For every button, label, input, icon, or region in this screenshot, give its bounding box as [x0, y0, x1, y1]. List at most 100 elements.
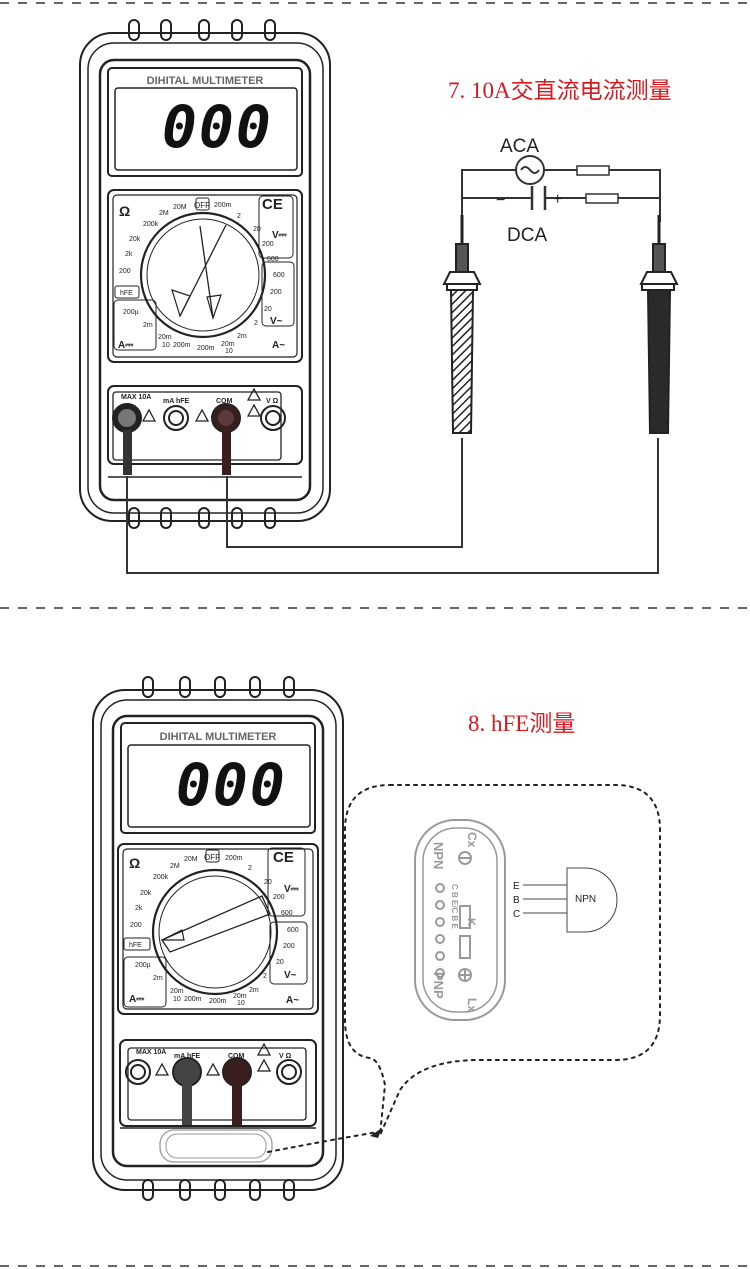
meter-1-adc-200m: 200m [173, 342, 191, 349]
meter-1-vac-600: 600 [273, 272, 285, 279]
meter-2-vdc-200m: 200m [225, 855, 243, 862]
meter-1-vdc-600: 600 [267, 256, 279, 263]
meter-2-display: 000 [176, 751, 287, 819]
meter-2-ohm-2m: 2M [170, 863, 180, 870]
transistor-b-label: B [513, 895, 520, 906]
meter-2-vac-label: V~ [284, 970, 297, 981]
meter-2-vac-200: 200 [283, 943, 295, 950]
meter-1-adc-10: 10 [162, 342, 170, 349]
meter-2-adc-10: 10 [173, 996, 181, 1003]
meter-1-nubs [128, 19, 276, 529]
meter-2-aac-label: A~ [286, 995, 299, 1006]
meter-1-ce-mark: CE [262, 196, 283, 213]
multimeter-2 [92, 676, 344, 1201]
meter-1-aac-10: 10 [225, 348, 233, 355]
meter-2-vdc-label: V⎓ [284, 884, 299, 895]
callout-arrowhead [370, 1128, 382, 1138]
socket-lx-label: Lx [465, 998, 479, 1012]
socket-pnp-label: PNP [431, 972, 446, 999]
meter-2-jack-10a: MAX 10A [136, 1049, 166, 1056]
meter-1-adc-label: A⎓ [118, 340, 133, 351]
meter-2-off: OFF [204, 853, 220, 862]
plus-sign: + [553, 191, 562, 208]
meter-2-ohm-200k: 200k [153, 874, 169, 881]
circuit-7 [126, 155, 661, 574]
meter-1-vdc-20: 20 [253, 226, 261, 233]
meter-1-ohm-200k: 200k [143, 221, 159, 228]
meter-1-aac-200m: 200m [197, 345, 215, 352]
socket-cbe-label: C B E/C B E [450, 884, 459, 930]
meter-2-aac-10: 10 [237, 1000, 245, 1007]
meter-2-aac-20m: 20m [233, 993, 247, 1000]
minus-sign: − [496, 192, 505, 209]
meter-1-ohm-2m: 2M [159, 210, 169, 217]
meter-1-hfe: hFE [120, 290, 133, 297]
meter-1-adc-20m: 20m [158, 334, 172, 341]
meter-2-ohm-20k: 20k [140, 890, 152, 897]
section-7-title: 7. 10A交直流电流测量 [448, 78, 672, 103]
meter-1-jack-v: V Ω [266, 398, 279, 405]
npn-transistor [523, 867, 618, 933]
meter-2-adc-2m: 2m [153, 975, 163, 982]
meter-2-jack-v: V Ω [279, 1053, 292, 1060]
meter-1-jack-mahfe: mA hFE [163, 398, 190, 405]
meter-1-vac-label: V~ [270, 316, 283, 327]
meter-2-vdc-600: 600 [281, 910, 293, 917]
meter-1-vdc-200m: 200m [214, 202, 232, 209]
meter-1-off: OFF [194, 201, 210, 210]
meter-1-adc-200u: 200µ [123, 309, 139, 316]
socket-cx-label: Cx [465, 832, 479, 848]
meter-1-ohm-symbol: Ω [119, 203, 130, 219]
transistor-e-label: E [513, 881, 520, 892]
hfe-socket [414, 819, 506, 1021]
meter-2-adc-label: A⎓ [129, 994, 144, 1005]
multimeter-1 [79, 19, 331, 529]
meter-1-ohm-200: 200 [119, 268, 131, 275]
section-8-title: 8. hFE测量 [468, 711, 576, 736]
probe-red [639, 215, 679, 434]
meter-2-hfe: hFE [129, 942, 142, 949]
meter-2-adc-200m: 200m [184, 996, 202, 1003]
socket-k-label: K [465, 918, 477, 926]
meter-2-vdc-20: 20 [264, 879, 272, 886]
transistor-npn-label: NPN [575, 894, 596, 905]
meter-1-aac-20m: 20m [221, 341, 235, 348]
meter-2-brand: DIHITAL MULTIMETER [160, 731, 277, 743]
meter-2-ohm-2k: 2k [135, 905, 143, 912]
meter-1-aac-2m: 2m [237, 333, 247, 340]
meter-2-vdc-200: 200 [273, 894, 285, 901]
meter-1-ohm-20k: 20k [129, 236, 141, 243]
meter-1-vac-20: 20 [264, 306, 272, 313]
meter-2-vac-2: 2 [263, 973, 267, 980]
aca-label: ACA [500, 136, 539, 157]
meter-2-ohm-20m: 20M [184, 856, 198, 863]
meter-1-aac-label: A~ [272, 340, 285, 351]
meter-1-jack-10a: MAX 10A [121, 394, 151, 401]
probe-black [442, 215, 482, 434]
meter-2-aac-200m: 200m [209, 998, 227, 1005]
dca-label: DCA [507, 225, 547, 246]
meter-1-vac-2: 2 [254, 320, 258, 327]
meter-1-vac-200: 200 [270, 289, 282, 296]
meter-2-adc-20m: 20m [170, 988, 184, 995]
meter-2-ohm-200: 200 [130, 922, 142, 929]
transistor-c-label: C [513, 909, 520, 920]
meter-2-vac-600: 600 [287, 927, 299, 934]
meter-2-vac-20: 20 [276, 959, 284, 966]
meter-2-ohm-symbol: Ω [129, 855, 140, 871]
meter-1-adc-2m: 2m [143, 322, 153, 329]
meter-2-aac-2m: 2m [249, 987, 259, 994]
meter-1-brand: DIHITAL MULTIMETER [147, 75, 264, 87]
meter-1-display: 000 [162, 93, 273, 161]
meter-1-jack-com: COM [216, 398, 233, 405]
meter-1-vdc-200: 200 [262, 241, 274, 248]
meter-2-jack-mahfe: mA hFE [174, 1053, 201, 1060]
meter-1-vdc-2: 2 [237, 213, 241, 220]
meter-2-jack-com: COM [228, 1053, 245, 1060]
meter-2-vdc-2: 2 [248, 865, 252, 872]
meter-1-ohm-2k: 2k [125, 251, 133, 258]
meter-2-adc-200u: 200µ [135, 962, 151, 969]
meter-2-ce-mark: CE [273, 849, 294, 866]
meter-1-ohm-20m: 20M [173, 204, 187, 211]
socket-npn-label: NPN [431, 842, 446, 869]
